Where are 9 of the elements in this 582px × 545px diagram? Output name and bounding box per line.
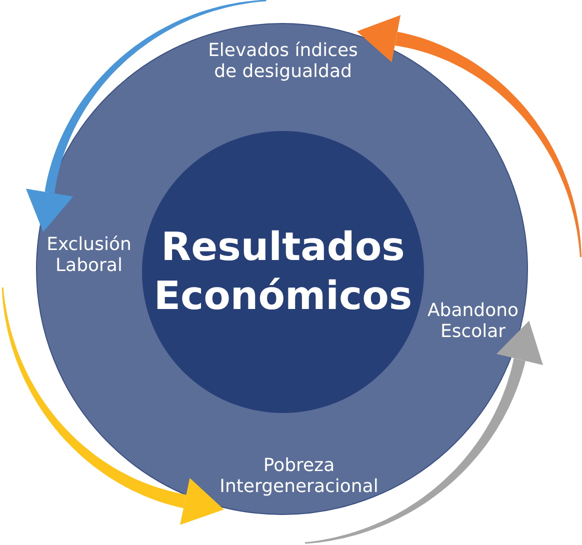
cycle-label: Pobreza Intergeneracional xyxy=(218,455,380,497)
cycle-label: Elevados índices de desigualdad xyxy=(206,40,360,82)
cycle-label: Abandono Escolar xyxy=(425,300,521,342)
curved-arrow xyxy=(356,15,582,259)
curved-arrow xyxy=(26,0,267,232)
center-title: Resultados Económicos xyxy=(152,224,414,321)
curved-arrow xyxy=(304,320,544,545)
curved-arrow xyxy=(0,286,224,525)
cycle-label: Exclusión Laboral xyxy=(44,234,134,276)
